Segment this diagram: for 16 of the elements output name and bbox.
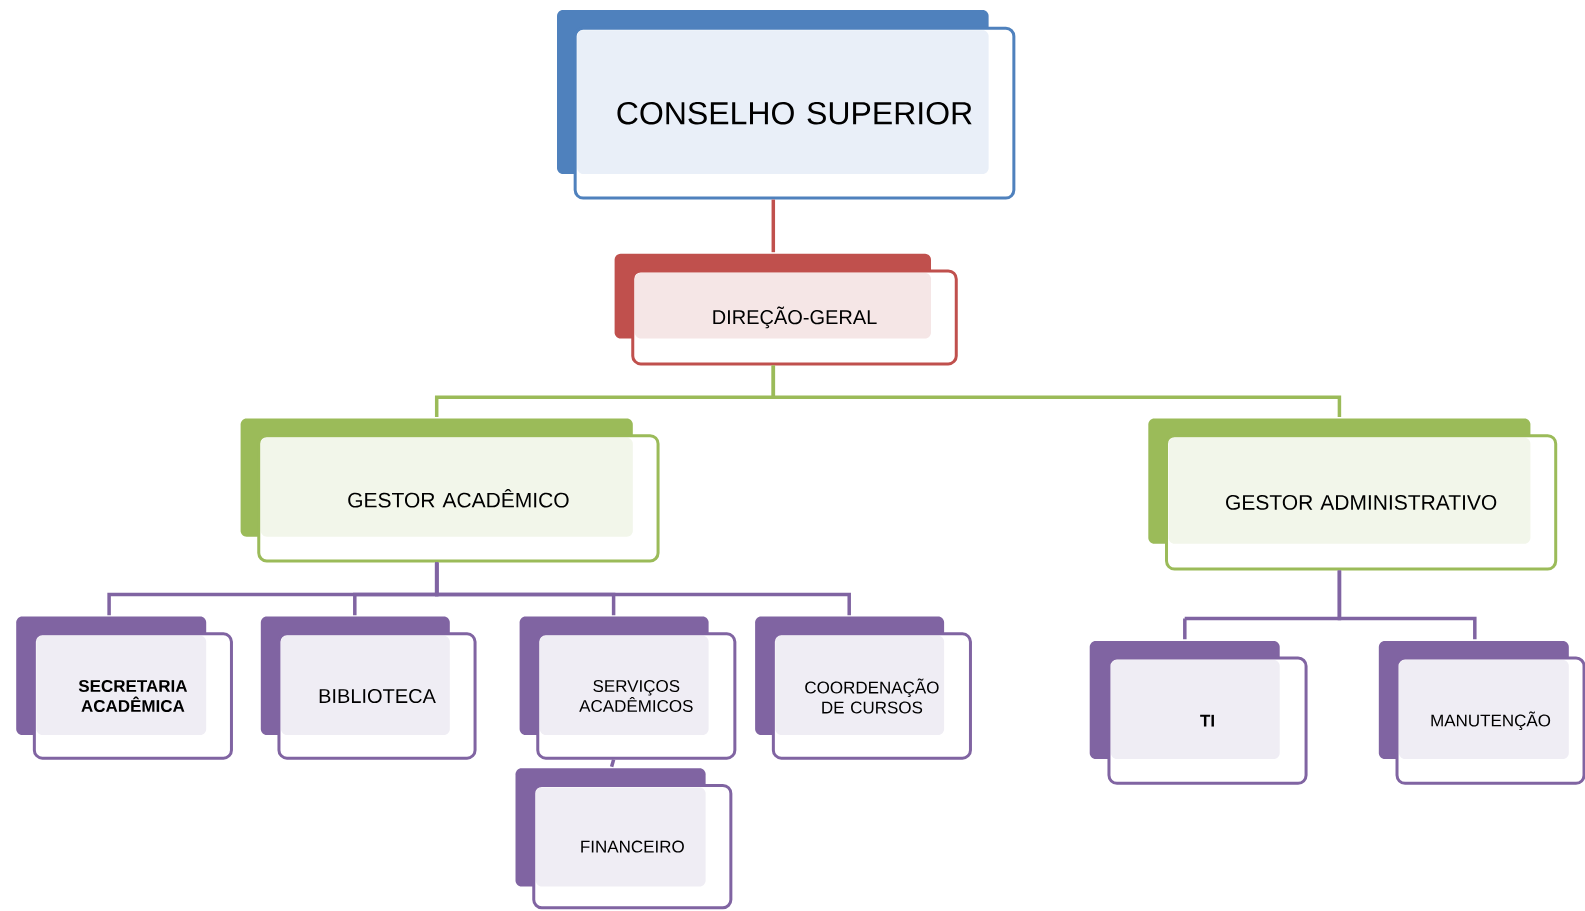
org-box: MANUTENÇÃO [1378, 640, 1585, 785]
org-box: GESTOR ACADÊMICO [240, 418, 660, 563]
connector-line [1337, 570, 1477, 640]
connector-line [771, 365, 1342, 417]
connector-line [434, 562, 851, 616]
org-box: DIREÇÃO-GERAL [614, 253, 958, 366]
connector-line [609, 759, 616, 768]
org-box: CONSELHO SUPERIOR [557, 10, 1016, 200]
org-box: COORDENAÇÃO DE CURSOS [755, 616, 972, 760]
org-box: TI [1089, 640, 1308, 785]
org-box: SECRETARIA ACADÊMICA [16, 616, 233, 760]
org-box: FINANCEIRO [515, 768, 733, 910]
connector-line [771, 199, 776, 253]
org-box: BIBLIOTECA [260, 616, 477, 760]
org-box: SERVIÇOS ACADÊMICOS [519, 616, 737, 760]
org-box: GESTOR ADMINISTRATIVO [1148, 418, 1558, 571]
